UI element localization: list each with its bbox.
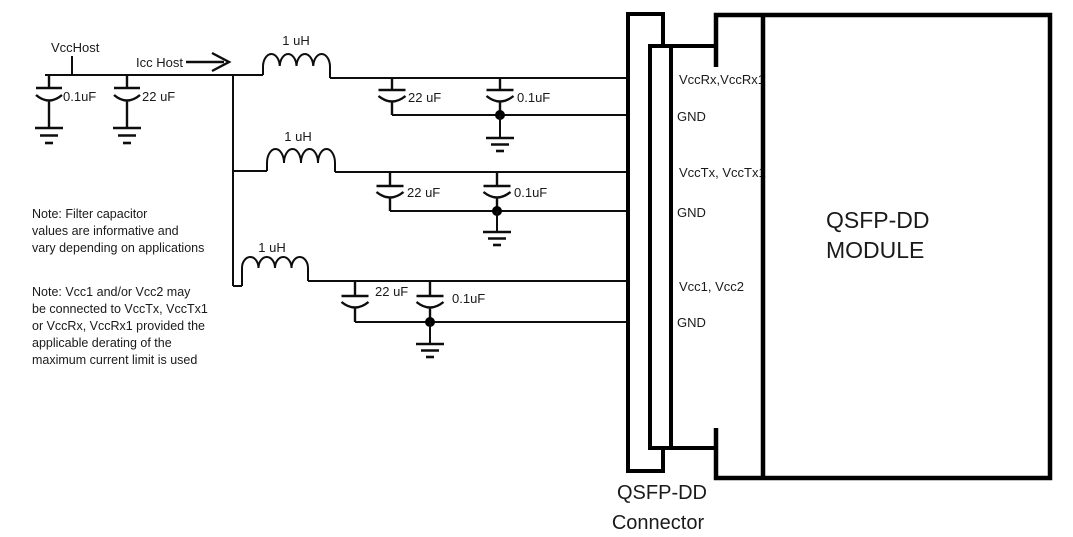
connector-caption-line2: Connector [612,512,705,534]
bulk-capacitor-symbol [377,78,407,115]
inductor-label: 1 uH [258,240,285,255]
bulk-capacitor-symbol [375,172,405,211]
inductor-label: 1 uH [282,33,309,48]
note2-line1: Note: Vcc1 and/or Vcc2 may [32,285,191,299]
note-vcc-connection: Note: Vcc1 and/or Vcc2 may be connected … [32,285,208,367]
bulk-cap-label: 22 uF [408,90,441,105]
pin-label-gnd-tx: GND [677,205,706,220]
host-bypass-capacitor: 0.1uF [35,75,96,145]
filter-stage-tx: 1 uH 22 uF 0.1uF [233,129,628,247]
host-bulk-cap-label: 22 uF [142,89,175,104]
pin-label-vcctx: VccTx, VccTx1 [679,165,766,180]
connector-caption-line1: QSFP-DD [617,482,707,504]
connector-pin-labels: VccRx,VccRx1 GND VccTx, VccTx1 GND Vcc1,… [677,72,766,330]
ground-symbol [35,126,63,145]
filter-stage-rx: 1 uH 22 uF 0.1uF [262,33,628,153]
note1-line1: Note: Filter capacitor [32,207,147,221]
qsfp-dd-module: QSFP-DD MODULE [713,12,1053,481]
inductor-coil [262,53,331,78]
note2-line2: be connected to VccTx, VccTx1 [32,302,208,316]
icc-current-arrow-icon [186,51,232,73]
ground-symbol [486,136,514,153]
pin-label-vcc12: Vcc1, Vcc2 [679,279,744,294]
capacitor-symbol [35,75,63,128]
module-caption-line2: MODULE [826,237,924,263]
note1-line3: vary depending on applications [32,241,204,255]
bypass-capacitor-symbol [415,281,445,322]
pin-label-gnd-rx: GND [677,109,706,124]
inductor-label: 1 uH [284,129,311,144]
arrow-head [211,51,232,73]
note-filter-capacitors: Note: Filter capacitor values are inform… [32,207,204,255]
bypass-capacitor-symbol [485,78,515,115]
note2-line4: applicable derating of the [32,336,172,350]
ground-symbol [483,230,511,247]
icc-host-label: Icc Host [136,55,183,70]
bypass-capacitor-symbol [482,172,512,211]
qsfp-dd-connector: QSFP-DD Connector [612,12,716,534]
host-bulk-capacitor: 22 uF [113,75,175,145]
host-supply-section: VccHost Icc Host 0.1uF 22 uF [35,40,263,286]
bypass-cap-label: 0.1uF [452,291,485,306]
bulk-cap-label: 22 uF [375,284,408,299]
note1-line2: values are informative and [32,224,179,238]
pin-label-vccrx: VccRx,VccRx1 [679,72,765,87]
inductor-coil [241,256,309,286]
ground-symbol [113,126,141,145]
capacitor-symbol [113,75,141,128]
ground-symbol [416,342,444,359]
bypass-cap-label: 0.1uF [517,90,550,105]
filter-stage-vcc: 1 uH 22 uF 0.1uF [233,240,628,359]
module-outline [713,12,1053,481]
connector-inner-shell [648,44,716,450]
bulk-capacitor-symbol [340,281,370,322]
note2-line3: or VccRx, VccRx1 provided the [32,319,205,333]
pin-label-gnd-vcc: GND [677,315,706,330]
note2-line5: maximum current limit is used [32,353,197,367]
host-bypass-cap-label: 0.1uF [63,89,96,104]
inductor-coil [266,148,336,172]
vcc-host-label: VccHost [51,40,100,55]
module-caption-line1: QSFP-DD [826,207,930,233]
bulk-cap-label: 22 uF [407,185,440,200]
bypass-cap-label: 0.1uF [514,185,547,200]
connector-outer-shell [626,12,665,473]
